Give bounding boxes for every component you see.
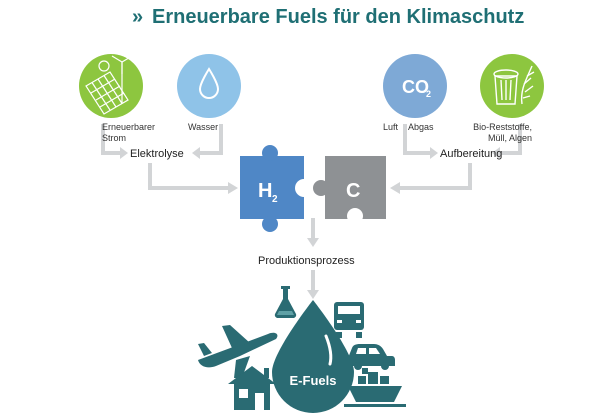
airplane-icon bbox=[198, 325, 278, 378]
co2-subscript: 2 bbox=[426, 89, 431, 99]
strom-label-line1: Erneuerbarer bbox=[102, 122, 155, 132]
bio-label-line2: Müll, Algen bbox=[488, 133, 532, 143]
flask-icon bbox=[274, 286, 297, 319]
connector-arrows bbox=[101, 124, 522, 299]
abgas-label: Abgas bbox=[408, 122, 434, 132]
water-source bbox=[177, 54, 241, 118]
house-icon bbox=[228, 366, 276, 410]
page-title: Erneuerbare Fuels für den Klimaschutz bbox=[152, 6, 524, 28]
waste-algae-icon bbox=[493, 65, 535, 105]
luft-label: Luft bbox=[383, 122, 399, 132]
efuels-label: E-Fuels bbox=[290, 373, 337, 388]
c-label: C bbox=[346, 180, 360, 202]
bio-label-line1: Bio-Reststoffe, bbox=[473, 122, 532, 132]
car-icon bbox=[348, 344, 395, 370]
truck-icon bbox=[334, 302, 364, 338]
efuels-drop bbox=[272, 300, 354, 413]
efuels-output: E-Fuels bbox=[272, 300, 354, 413]
aufbereitung-label: Aufbereitung bbox=[440, 148, 502, 160]
wasser-label: Wasser bbox=[188, 122, 218, 132]
co2-source: CO 2 bbox=[383, 54, 447, 118]
c-puzzle-piece: C bbox=[313, 156, 386, 224]
solar-wind-icon bbox=[85, 55, 133, 115]
title-prefix: » bbox=[132, 6, 143, 28]
ship-icon bbox=[344, 368, 406, 407]
produktionsprozess-label: Produktionsprozess bbox=[258, 255, 355, 267]
h2-subscript: 2 bbox=[272, 194, 278, 205]
water-drop-icon bbox=[198, 67, 220, 99]
h2-puzzle-piece: H 2 bbox=[240, 145, 313, 232]
h2-label: H bbox=[258, 180, 272, 202]
strom-label-line2: Strom bbox=[102, 133, 126, 143]
renewable-electricity-source bbox=[79, 54, 143, 118]
bio-residue-source bbox=[480, 54, 544, 118]
elektrolyse-label: Elektrolyse bbox=[130, 148, 184, 160]
co2-label: CO bbox=[402, 77, 429, 97]
